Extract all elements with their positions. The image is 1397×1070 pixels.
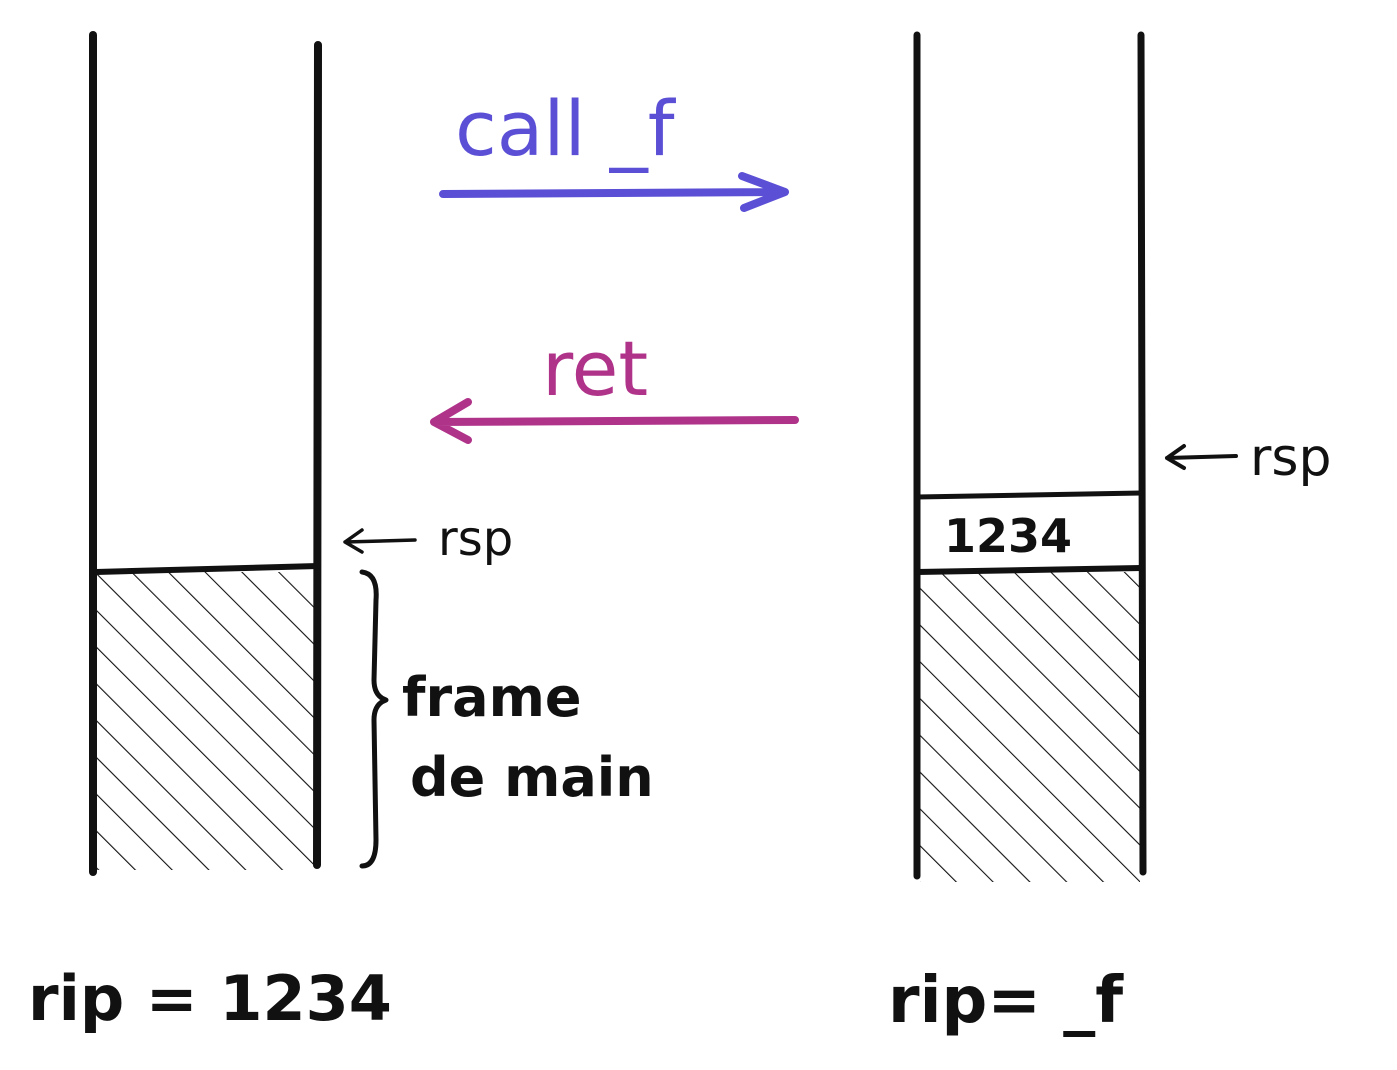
frame-brace [359, 569, 389, 869]
right-stack: 1234 [913, 31, 1147, 882]
ret-arrow-icon [430, 398, 799, 444]
frame-label-line1: frame [402, 666, 581, 729]
left-rsp-arrow-icon [343, 528, 417, 554]
right-frame-hatch [920, 572, 1140, 882]
left-stack-right-wall [313, 41, 322, 869]
frame-brace-group: frame de main [359, 569, 654, 869]
left-rsp-pointer: rsp [343, 511, 513, 567]
right-rip-label: rip= _f [888, 964, 1124, 1038]
left-rsp-label: rsp [438, 511, 513, 567]
right-frame-top-line [914, 565, 1144, 575]
right-rsp-label: rsp [1250, 428, 1331, 488]
call-arrow-icon [439, 172, 789, 212]
frame-label-line2: de main [410, 746, 654, 809]
left-frame-hatch [96, 572, 316, 870]
ret-arrow-group: ret [430, 324, 799, 444]
left-rip-label: rip = 1234 [28, 962, 392, 1035]
right-slot-top-line [914, 490, 1144, 500]
left-stack [89, 31, 322, 876]
right-slot-value: 1234 [944, 509, 1072, 563]
call-label: call _f [455, 84, 677, 173]
ret-label: ret [542, 324, 648, 413]
right-stack-right-wall [1137, 31, 1147, 876]
right-rsp-arrow-icon [1165, 444, 1238, 470]
left-frame-top-line [93, 563, 321, 575]
right-rsp-pointer: rsp [1165, 428, 1331, 488]
call-arrow-group: call _f [439, 84, 789, 212]
